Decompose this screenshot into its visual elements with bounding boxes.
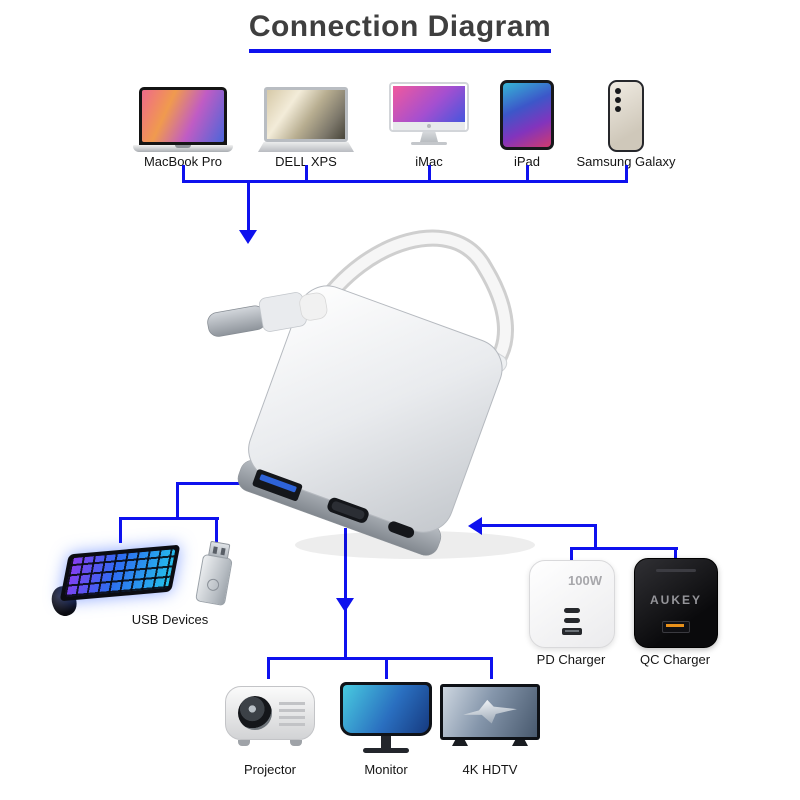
connector-tick-pd: [570, 547, 573, 563]
imac-base: [411, 142, 447, 145]
ipad-figure: iPad: [498, 80, 556, 169]
samsung-camera-icon: [615, 88, 621, 112]
hdtv-screen: [440, 684, 540, 740]
monitor-stand: [381, 736, 391, 748]
qc-charger-trim: [656, 569, 696, 572]
usbc-plug-metal-tip: [207, 305, 267, 337]
connector-top-horizontal: [182, 180, 628, 183]
connector-tick-ipad: [526, 165, 529, 181]
samsung-galaxy-figure: Samsung Galaxy: [577, 80, 676, 169]
projector-foot: [290, 740, 302, 746]
macbook-base: [133, 145, 233, 152]
pd-charger-wattage: 100W: [568, 573, 602, 588]
monitor-base: [363, 748, 409, 753]
usb-devices-label: USB Devices: [131, 612, 209, 627]
ipad-body: [500, 80, 554, 150]
samsung-body: [608, 80, 644, 152]
jet-graphic: [461, 694, 518, 728]
device-label-ipad: iPad: [513, 154, 541, 169]
keyboard-keys: [64, 549, 176, 597]
monitor-figure: Monitor: [338, 678, 434, 778]
projector-body: [225, 686, 315, 740]
imac-wallpaper: [393, 86, 465, 122]
down-arrowhead-to-plug: [239, 230, 257, 244]
qc-charger-brand: AUKEY: [649, 593, 702, 607]
hdmi-port-inner: [331, 501, 365, 520]
usbc-plug-collar: [258, 292, 307, 332]
imac-chin: [393, 122, 465, 130]
connector-tick-dell: [305, 165, 308, 181]
connector-tick-samsung: [625, 165, 628, 181]
connector-usb-bracket: [120, 517, 219, 520]
usbc-cable-highlight: [314, 232, 511, 372]
usb-c-port: [388, 521, 415, 538]
imac-figure: iMac: [388, 80, 470, 169]
hdtv-foot: [512, 740, 528, 746]
pd-charger-label: PD Charger: [536, 652, 606, 667]
connector-tick-imac: [428, 165, 431, 181]
projector-vents: [279, 702, 305, 726]
monitor-screen: [340, 682, 432, 736]
dell-screen: [264, 87, 348, 142]
connector-usb-tick-drive: [215, 517, 218, 543]
usbc-plug-boot: [299, 292, 328, 321]
connector-usb-tick-keyboard: [119, 517, 122, 543]
connector-usba-horizontal: [176, 482, 244, 485]
dell-keyboard-deck: [258, 142, 354, 152]
hdtv-foot: [452, 740, 468, 746]
hdtv-figure: 4K HDTV: [438, 678, 542, 778]
pd-charger-ports: [562, 608, 582, 635]
connector-tick-macbook: [182, 165, 185, 181]
device-label-imac: iMac: [415, 154, 443, 169]
connector-charger-bracket: [570, 547, 678, 550]
connector-usba-vertical: [176, 482, 179, 520]
projector-lens: [238, 696, 272, 730]
output-label-monitor: Monitor: [364, 762, 408, 777]
connector-charger-horizontal: [480, 524, 597, 527]
dell-xps-figure: DELL XPS: [258, 80, 354, 169]
usbc-hub-figure: [207, 229, 535, 559]
output-label-projector: Projector: [243, 762, 297, 777]
device-label-samsung: Samsung Galaxy: [576, 154, 676, 169]
dell-wallpaper: [267, 90, 345, 139]
connector-display-bracket: [267, 657, 493, 660]
qc-charger-usb-port: [662, 621, 690, 633]
flash-drive-body: [195, 553, 233, 607]
pd-charger-figure: 100W: [529, 560, 615, 648]
flash-drive-logo: [206, 577, 221, 592]
connector-hdmi-vertical: [344, 528, 347, 660]
connector-tick-qc: [674, 547, 677, 563]
qc-charger-figure: AUKEY: [634, 558, 718, 648]
monitor-wallpaper: [343, 685, 429, 733]
qc-charger-label: QC Charger: [639, 652, 711, 667]
connector-charger-vertical: [594, 524, 597, 550]
device-label-macbook: MacBook Pro: [143, 154, 223, 169]
keyboard-figure: [59, 544, 181, 602]
ipad-wallpaper: [503, 83, 551, 147]
projector-foot: [238, 740, 250, 746]
connector-tick-monitor: [385, 657, 388, 679]
hdtv-wallpaper: [443, 687, 537, 737]
connector-tick-projector: [267, 657, 270, 679]
connector-tick-tv: [490, 657, 493, 679]
macbook-pro-figure: MacBook Pro: [133, 80, 233, 169]
page-title: Connection Diagram: [0, 10, 800, 53]
connector-top-drop: [247, 180, 250, 232]
macbook-wallpaper: [142, 90, 224, 142]
device-label-dell: DELL XPS: [275, 154, 337, 169]
imac-screen: [389, 82, 469, 132]
imac-stand: [420, 132, 438, 142]
projector-figure: Projector: [222, 678, 318, 778]
macbook-screen: [139, 87, 227, 145]
down-arrowhead-to-displays: [336, 598, 354, 612]
usb-a-tongue: [259, 474, 297, 493]
left-arrowhead-to-usbc-port: [468, 517, 482, 535]
output-label-hdtv: 4K HDTV: [462, 762, 518, 777]
